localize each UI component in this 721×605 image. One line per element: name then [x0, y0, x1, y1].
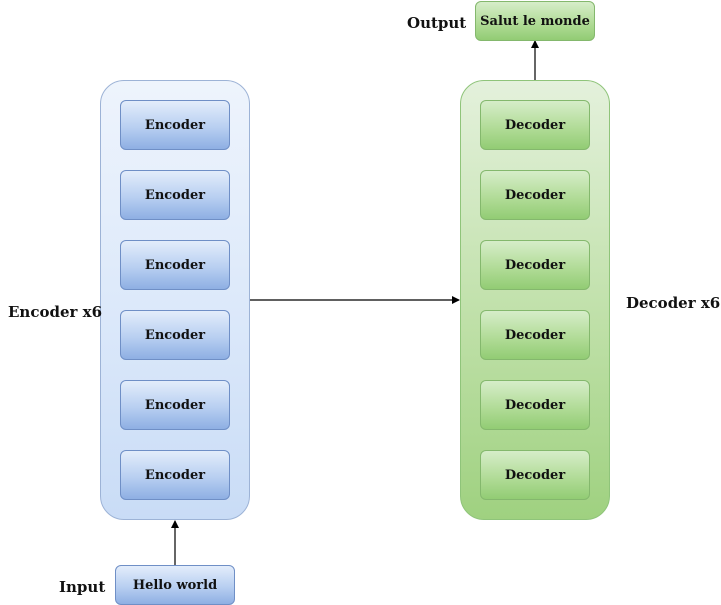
- decoder-block: Decoder: [480, 450, 590, 500]
- decoder-block: Decoder: [480, 380, 590, 430]
- decoder-block: Decoder: [480, 240, 590, 290]
- decoder-block: Decoder: [480, 100, 590, 150]
- decoder-block: Decoder: [480, 310, 590, 360]
- encoder-block: Encoder: [120, 450, 230, 500]
- encoder-block: Encoder: [120, 310, 230, 360]
- input-box: Hello world: [115, 565, 235, 605]
- decoder-stack-label: Decoder x6: [626, 294, 721, 312]
- encoder-stack: [100, 80, 250, 520]
- encoder-block: Encoder: [120, 240, 230, 290]
- encoder-block: Encoder: [120, 100, 230, 150]
- decoder-stack: [460, 80, 610, 520]
- output-label: Output: [407, 14, 467, 32]
- decoder-block: Decoder: [480, 170, 590, 220]
- output-box: Salut le monde: [475, 1, 595, 41]
- encoder-block: Encoder: [120, 170, 230, 220]
- encoder-stack-label: Encoder x6: [8, 303, 103, 321]
- encoder-block: Encoder: [120, 380, 230, 430]
- input-label: Input: [59, 578, 106, 596]
